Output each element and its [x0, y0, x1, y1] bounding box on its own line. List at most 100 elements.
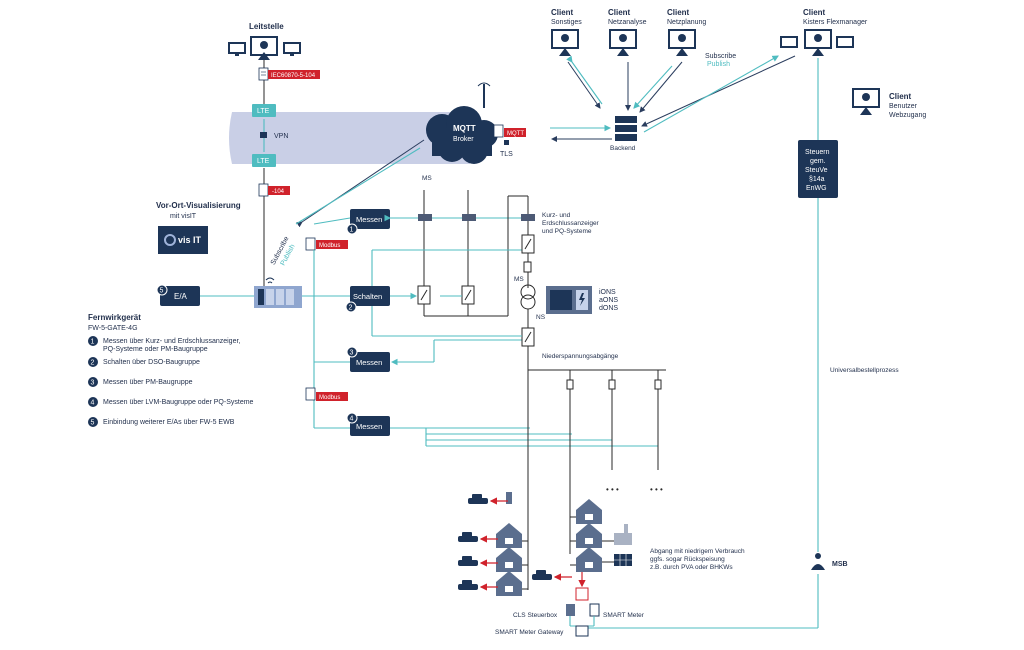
kurz-line3: und PQ-Systeme: [542, 228, 592, 235]
server-icon: [615, 116, 637, 141]
lte-bottom-label: LTE: [257, 158, 270, 165]
badge-1: 1: [350, 227, 354, 234]
monitor-icon: [283, 42, 301, 56]
badge-3: 3: [350, 350, 354, 357]
client-name: Netzplanung: [667, 19, 706, 26]
legend-number: 4: [91, 400, 95, 407]
monitor-main-icon: [250, 36, 278, 60]
monitor-icon: [228, 42, 246, 56]
messen4-label: Messen: [356, 422, 382, 431]
ons-l2: aONS: [599, 297, 618, 304]
legend-number: 2: [91, 360, 95, 367]
car-icon: [532, 570, 552, 580]
switch-icon: [461, 285, 475, 305]
tls-label: TLS: [500, 151, 513, 158]
client-title: Client: [608, 8, 631, 17]
fuse-icon: [608, 379, 616, 390]
steuern-l3: SteuVe: [805, 167, 828, 174]
monitor-icon: [836, 36, 854, 48]
publish-label: Publish: [707, 61, 730, 68]
fwg-title: Fernwirkgerät: [88, 313, 141, 322]
legend-text: Schalten über DSO-Baugruppe: [103, 359, 200, 366]
ms-top-label: MS: [422, 175, 432, 182]
car-icon: [468, 494, 488, 504]
abgang-l3: z.B. durch PVA oder BHKWs: [650, 564, 733, 571]
abgang-l2: ggfs. sogar Rückspeisung: [650, 556, 725, 563]
kurz-line2: Erdschlussanzeiger: [542, 220, 600, 227]
msb-label: MSB: [832, 561, 848, 568]
legend-item: 1 Messen über Kurz- und Erdschlussanzeig…: [88, 336, 240, 353]
fuse-icon: [523, 261, 532, 273]
tag-104: -104: [272, 189, 285, 195]
trafo-ms: MS: [514, 276, 524, 283]
client-title: Client: [667, 8, 690, 17]
cls-box-icon: [566, 604, 575, 616]
fuse-icon: [654, 379, 662, 390]
mqtt-title: MQTT: [453, 124, 476, 133]
client-web-title: Client: [889, 92, 912, 101]
document-icon: [493, 124, 504, 138]
fwg-subtitle: FW-5-GATE-4G: [88, 325, 138, 332]
protocol-tag: IEC60870-5-104: [271, 73, 316, 79]
client-title: Client: [551, 8, 574, 17]
house-icon: [576, 499, 602, 524]
legend-item: 4 Messen über LVM-Baugruppe oder PQ-Syst…: [88, 397, 254, 407]
document-icon: [305, 387, 316, 401]
backend-label: Backend: [610, 145, 636, 152]
car-icon: [458, 580, 478, 590]
client-web-line2: Webzugang: [889, 112, 926, 119]
fuse-icon: [566, 379, 574, 390]
messen1-label: Messen: [356, 215, 382, 224]
schalten-label: Schalten: [353, 292, 382, 301]
vpn-tunnel: [229, 112, 470, 164]
mqtt-tag: MQTT: [507, 131, 524, 137]
monitor-user-icon: [609, 29, 637, 56]
ons-l1: iONS: [599, 289, 616, 296]
gateway-icon: [575, 625, 589, 637]
switch-icon: [521, 234, 535, 254]
person-icon: [811, 553, 825, 570]
document-icon: [305, 237, 316, 251]
ons-l3: dONS: [599, 305, 618, 312]
smart-meter-icon: [589, 603, 600, 617]
document-icon: [258, 67, 269, 81]
visit-logo-text: vis IT: [178, 235, 202, 245]
legend-item: 3 Messen über PM-Baugruppe: [88, 377, 193, 387]
legend-text: Einbindung weiterer E/As über FW-5 EWB: [103, 419, 235, 426]
gateway-label: SMART Meter Gateway: [495, 629, 564, 636]
rtu-device-icon: [254, 277, 302, 308]
house-icon: [496, 547, 522, 572]
steuern-l2: gem.: [810, 158, 826, 165]
solar-panel-icon: [614, 554, 632, 566]
client-name: Sonstiges: [551, 19, 582, 26]
substation-icon: [546, 286, 592, 314]
house-icon: [576, 523, 602, 548]
legend-number: 1: [91, 339, 95, 346]
subscribe-label: Subscribe: [705, 53, 736, 60]
monitor-user-icon: [804, 29, 832, 56]
document-icon: [258, 183, 269, 197]
legend-number: 3: [91, 380, 95, 387]
car-icon: [458, 532, 478, 542]
antenna-icon: [477, 82, 491, 108]
monitor-icon: [780, 36, 798, 48]
sensor-icon: [521, 214, 535, 221]
lte-top-label: LTE: [257, 108, 270, 115]
more-dots: • • •: [650, 485, 663, 494]
client-name: Kisters Flexmanager: [803, 19, 868, 26]
steuern-l4: §14a: [809, 176, 825, 183]
charger-icon: [506, 492, 512, 504]
switch-icon: [521, 327, 535, 347]
mqtt-subtitle: Broker: [453, 136, 474, 143]
client-title: Client: [803, 8, 826, 17]
house-icon: [576, 547, 602, 572]
steuern-l1: Steuern: [805, 149, 830, 156]
legend-text: Messen über Kurz- und Erdschlussanzeiger…: [103, 338, 240, 345]
steuern-l5: EnWG: [806, 185, 827, 192]
legend-text: Messen über PM-Baugruppe: [103, 379, 193, 386]
legend-text: Messen über LVM-Baugruppe oder PQ-System…: [103, 399, 254, 406]
sensor-icon: [462, 214, 476, 221]
visu-subtitle: mit visIT: [170, 213, 197, 220]
badge-4: 4: [350, 416, 354, 423]
